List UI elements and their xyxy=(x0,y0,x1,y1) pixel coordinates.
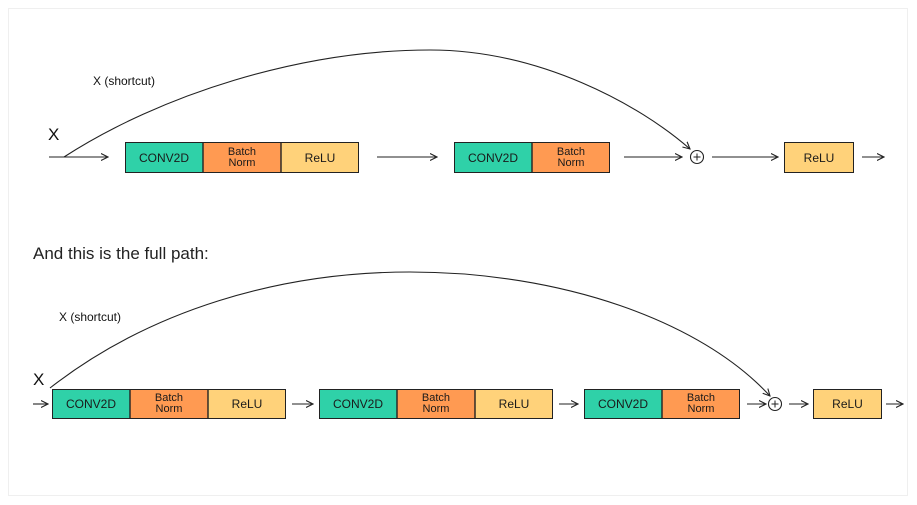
bottom-shortcut-arc xyxy=(49,271,770,396)
bottom-block-relu-1: ReLU xyxy=(208,389,286,419)
bottom-block-relu-3: ReLU xyxy=(813,389,882,419)
top-block-relu-1: ReLU xyxy=(281,142,359,173)
bottom-block-conv2d-2: CONV2D xyxy=(319,389,397,419)
bottom-block-batchnorm-1: Batch Norm xyxy=(130,389,208,419)
top-shortcut-arc xyxy=(63,49,690,158)
top-block-conv2d-2: CONV2D xyxy=(454,142,532,173)
top-block-batchnorm-2: Batch Norm xyxy=(532,142,610,173)
top-shortcut-label: X (shortcut) xyxy=(93,74,156,88)
bottom-block-conv2d-1: CONV2D xyxy=(52,389,130,419)
bottom-block-relu-2: ReLU xyxy=(475,389,553,419)
top-add-icon xyxy=(689,149,705,165)
top-block-relu-2: ReLU xyxy=(784,142,854,173)
bottom-shortcut-label: X (shortcut) xyxy=(59,310,122,324)
bottom-input-label: X xyxy=(33,370,45,389)
bottom-block-batchnorm-2: Batch Norm xyxy=(397,389,475,419)
bottom-add-icon xyxy=(767,396,783,412)
top-input-label: X xyxy=(48,125,60,144)
bottom-block-conv2d-3: CONV2D xyxy=(584,389,662,419)
top-block-conv2d-1: CONV2D xyxy=(125,142,203,173)
bottom-block-batchnorm-3: Batch Norm xyxy=(662,389,740,419)
section-title: And this is the full path: xyxy=(33,244,209,263)
top-block-batchnorm-1: Batch Norm xyxy=(203,142,281,173)
